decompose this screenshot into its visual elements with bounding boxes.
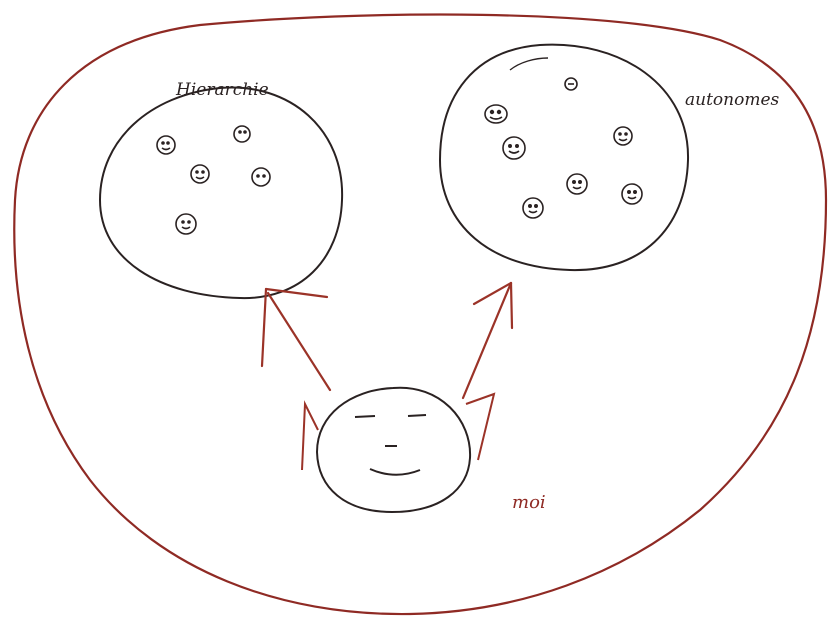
self-right-eye <box>407 414 427 417</box>
self-right-hand <box>465 392 496 461</box>
arrow-to-left-group <box>260 287 332 392</box>
self-label: moi <box>512 492 546 513</box>
member-face-icon <box>621 183 643 205</box>
self-mouth <box>369 468 421 476</box>
member-face-icon <box>190 164 210 184</box>
member-face-icon <box>484 104 508 124</box>
member-face-icon <box>502 136 526 160</box>
self-figure <box>301 386 496 514</box>
member-face-icon <box>233 125 251 143</box>
self-left-eye <box>354 415 376 418</box>
self-left-hand <box>301 400 319 471</box>
right-group-circle <box>438 43 690 272</box>
right-group-label: autonomes <box>685 90 780 110</box>
member-face-icon <box>522 197 544 219</box>
outer-boundary <box>13 13 828 616</box>
member-face-icon <box>251 167 271 187</box>
member-face-icon <box>564 77 578 91</box>
left-group-circle <box>98 86 344 300</box>
arrow-to-right-group <box>461 281 514 400</box>
left-group-members <box>156 125 271 235</box>
right-circle-overstroke <box>509 57 549 71</box>
member-face-icon <box>156 135 176 155</box>
member-face-icon <box>613 126 633 146</box>
member-face-icon <box>175 213 197 235</box>
self-head <box>315 386 472 514</box>
member-face-icon <box>566 173 588 195</box>
left-group-label: Hierarchie <box>175 80 269 100</box>
right-group-members <box>484 77 643 219</box>
